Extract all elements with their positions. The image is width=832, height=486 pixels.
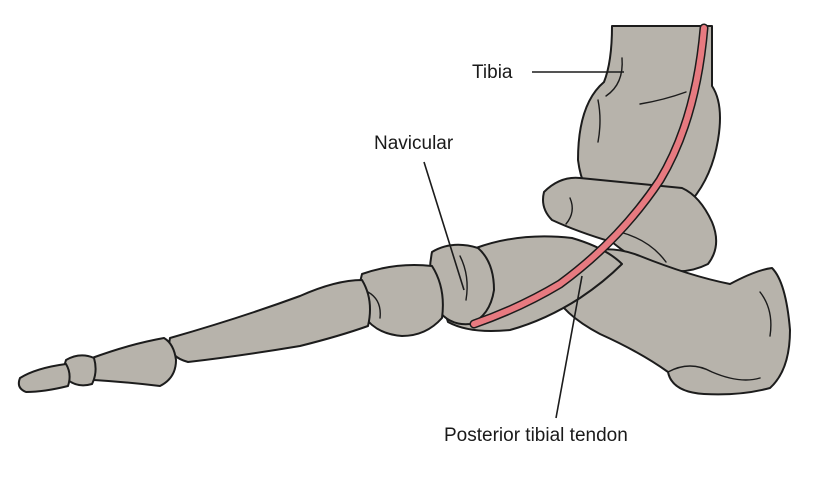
first-metatarsal-bone	[168, 279, 371, 363]
tibia-crease	[605, 57, 623, 97]
calcaneus-crease	[759, 291, 772, 337]
cuneiform-crease	[367, 291, 381, 319]
proximal-phalanx-bone	[87, 337, 177, 387]
tibia-crease	[597, 99, 601, 143]
calcaneus-bone	[551, 248, 791, 396]
tibia-crease	[639, 91, 687, 105]
talus-crease	[619, 231, 667, 263]
navicular-crease	[459, 255, 468, 301]
navicular-leader-line	[423, 161, 465, 291]
posterior-tibial-tendon-label: Posterior tibial tendon	[444, 425, 628, 446]
tibia-label: Tibia	[472, 62, 513, 83]
distal-phalanx-bone	[17, 363, 71, 393]
tendon-leader-line	[555, 275, 583, 419]
navicular-label: Navicular	[374, 133, 454, 154]
posterior-tibial-tendon-fill	[471, 25, 707, 327]
talus-crease	[565, 197, 573, 225]
cuneiform-bone	[358, 264, 444, 337]
calcaneus-crease	[667, 365, 761, 381]
